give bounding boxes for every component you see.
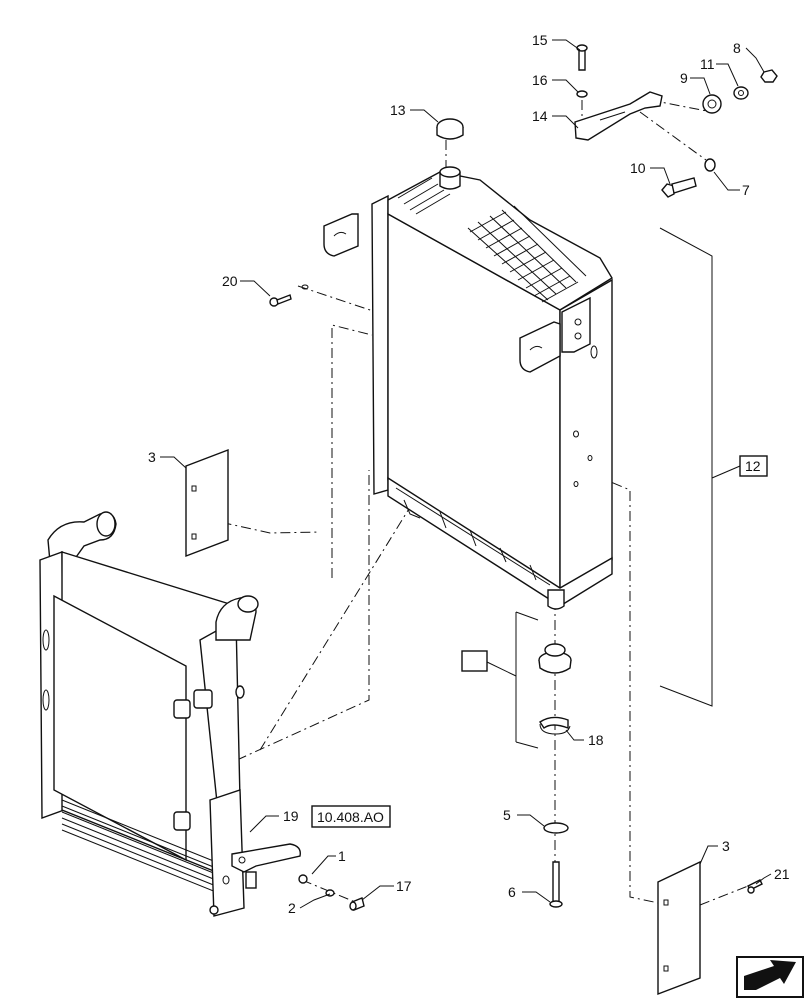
reference-label: 10.408.AO (317, 809, 384, 825)
radiator-cap (436, 118, 464, 140)
boxed-callout-4 (461, 650, 488, 672)
bolt-15 (576, 44, 588, 71)
callout-5: 5 (503, 807, 511, 823)
washer-5 (543, 822, 569, 834)
spacer-1 (298, 874, 308, 884)
washer-11 (733, 86, 749, 100)
reference-box: 10.408.AO (311, 805, 391, 828)
nut-8 (760, 69, 778, 83)
boxed-callout-12: 12 (739, 455, 768, 477)
shield-plate-left (185, 448, 229, 558)
leader-lines (160, 39, 772, 909)
washer-16 (576, 90, 588, 98)
callout-21: 21 (774, 866, 790, 882)
callout-20: 20 (222, 273, 238, 289)
group-bracket-12 (659, 227, 741, 707)
callout-2: 2 (288, 900, 296, 916)
callout-11: 11 (700, 56, 715, 72)
callout-19: 19 (283, 808, 299, 824)
support-bracket (574, 91, 663, 141)
bolt-10 (661, 177, 697, 198)
callout-17: 17 (396, 878, 412, 894)
bracket-19 (231, 843, 301, 889)
callout-14: 14 (532, 108, 548, 124)
callout-3-left: 3 (148, 449, 156, 465)
callout-15: 15 (532, 32, 548, 48)
shield-plate-right (657, 860, 701, 996)
bolt-17 (349, 897, 365, 911)
charge-air-cooler (39, 511, 259, 917)
next-page-arrow-icon[interactable] (736, 956, 804, 998)
callout-1: 1 (338, 848, 346, 864)
screw-20 (269, 284, 309, 307)
callout-12: 12 (745, 458, 761, 474)
callout-10: 10 (630, 160, 646, 176)
bolt-6 (549, 861, 563, 908)
callout-7: 7 (742, 182, 750, 198)
screw-21 (747, 879, 763, 894)
grommet (538, 643, 572, 674)
group-bracket-4 (486, 611, 539, 749)
assembly-lines (201, 99, 749, 906)
callout-6: 6 (508, 884, 516, 900)
washer-7 (704, 158, 716, 172)
callout-13: 13 (390, 102, 406, 118)
callout-8: 8 (733, 40, 741, 56)
radiator (323, 166, 613, 610)
callout-9: 9 (680, 70, 688, 86)
callout-16: 16 (532, 72, 548, 88)
callout-3-right: 3 (722, 838, 730, 854)
rubber-mount-9 (702, 94, 722, 114)
clip-18 (539, 716, 571, 735)
callout-18: 18 (588, 732, 604, 748)
